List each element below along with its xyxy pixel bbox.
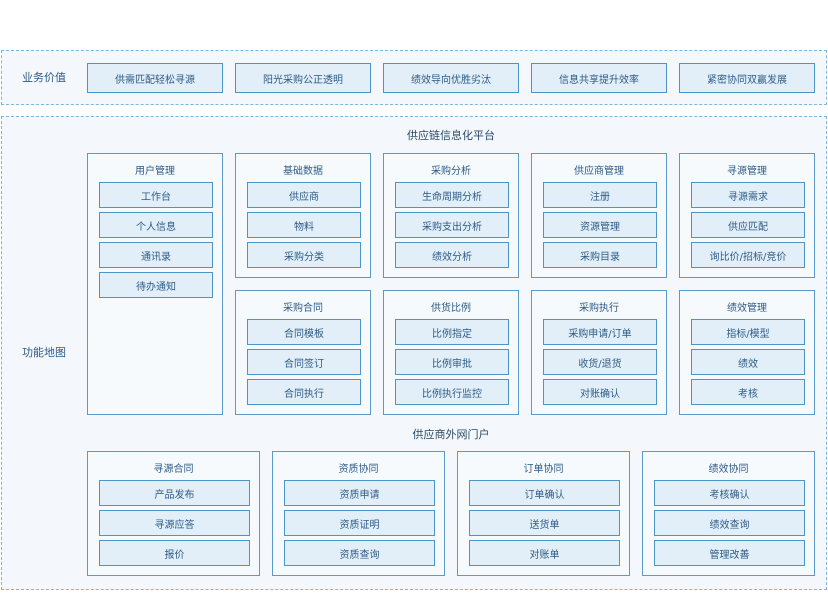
module-item: 对账单 xyxy=(469,540,620,566)
module-item: 绩效 xyxy=(691,349,805,375)
module-item: 绩效分析 xyxy=(395,242,509,268)
module-title: 采购合同 xyxy=(283,303,323,314)
module-title: 寻源合同 xyxy=(153,464,194,475)
module-item: 管理改善 xyxy=(654,540,805,566)
value-box-1: 供需匹配轻松寻源 xyxy=(87,63,223,93)
module-item: 收货/退货 xyxy=(543,349,657,375)
module-procurement-contract: 采购合同 合同模板 合同签订 合同执行 xyxy=(235,290,371,415)
module-item: 寻源需求 xyxy=(691,182,805,208)
module-item: 绩效查询 xyxy=(654,510,805,536)
module-item: 合同签订 xyxy=(247,349,361,375)
module-item: 合同执行 xyxy=(247,379,361,405)
module-item: 合同模板 xyxy=(247,319,361,345)
value-box-2: 阳光采购公正透明 xyxy=(235,63,371,93)
module-item: 物料 xyxy=(247,212,361,238)
module-basic-data: 基础数据 供应商 物料 采购分类 xyxy=(235,153,371,278)
module-item: 送货单 xyxy=(469,510,620,536)
module-item: 产品发布 xyxy=(99,480,250,506)
module-supply-ratio: 供货比例 比例指定 比例审批 比例执行监控 xyxy=(383,290,519,415)
module-title: 寻源管理 xyxy=(727,166,767,177)
module-procurement-analysis: 采购分析 生命周期分析 采购支出分析 绩效分析 xyxy=(383,153,519,278)
module-item: 采购分类 xyxy=(247,242,361,268)
module-supplier-management: 供应商管理 注册 资源管理 采购目录 xyxy=(531,153,667,278)
module-item: 供应匹配 xyxy=(691,212,805,238)
module-item: 比例执行监控 xyxy=(395,379,509,405)
module-title: 采购分析 xyxy=(431,166,471,177)
module-item: 注册 xyxy=(543,182,657,208)
module-item: 对账确认 xyxy=(543,379,657,405)
module-item: 指标/模型 xyxy=(691,319,805,345)
module-sourcing-management: 寻源管理 寻源需求 供应匹配 询比价/招标/竞价 xyxy=(679,153,815,278)
module-item: 考核 xyxy=(691,379,805,405)
value-box-3: 绩效导向优胜劣汰 xyxy=(383,63,519,93)
module-item: 供应商 xyxy=(247,182,361,208)
module-item: 通讯录 xyxy=(99,242,213,268)
value-box-4: 信息共享提升效率 xyxy=(531,63,667,93)
module-title: 绩效管理 xyxy=(727,303,767,314)
module-item: 报价 xyxy=(99,540,250,566)
portal-module-sourcing-contract: 寻源合同 产品发布 寻源应答 报价 xyxy=(87,451,260,576)
module-item: 询比价/招标/竞价 xyxy=(691,242,805,268)
module-user-management: 用户管理 工作台 个人信息 通讯录 待办通知 xyxy=(87,153,223,415)
module-title: 绩效协同 xyxy=(708,464,749,475)
module-procurement-execution: 采购执行 采购申请/订单 收货/退货 对账确认 xyxy=(531,290,667,415)
module-item: 个人信息 xyxy=(99,212,213,238)
module-item: 资质查询 xyxy=(284,540,435,566)
module-item: 工作台 xyxy=(99,182,213,208)
module-title: 供货比例 xyxy=(431,303,471,314)
module-item: 寻源应答 xyxy=(99,510,250,536)
module-title: 资质协同 xyxy=(338,464,379,475)
module-title: 采购执行 xyxy=(579,303,619,314)
function-map-label: 功能地图 xyxy=(22,346,66,359)
module-item: 考核确认 xyxy=(654,480,805,506)
portal-module-performance: 绩效协同 考核确认 绩效查询 管理改善 xyxy=(642,451,815,576)
module-item: 待办通知 xyxy=(99,272,213,298)
value-box-5: 紧密协同双赢发展 xyxy=(679,63,815,93)
module-item: 采购目录 xyxy=(543,242,657,268)
module-title: 用户管理 xyxy=(135,166,175,177)
portal-title: 供应商外网门户 xyxy=(412,428,490,441)
platform-title: 供应链信息化平台 xyxy=(407,129,495,142)
module-performance-management: 绩效管理 指标/模型 绩效 考核 xyxy=(679,290,815,415)
module-item: 采购申请/订单 xyxy=(543,319,657,345)
portal-module-qualification: 资质协同 资质申请 资质证明 资质查询 xyxy=(272,451,445,576)
module-item: 资质申请 xyxy=(284,480,435,506)
module-item: 生命周期分析 xyxy=(395,182,509,208)
module-item: 采购支出分析 xyxy=(395,212,509,238)
business-value-label: 业务价值 xyxy=(22,71,66,84)
module-title: 订单协同 xyxy=(523,464,564,475)
module-title: 供应商管理 xyxy=(574,166,624,177)
module-item: 资质证明 xyxy=(284,510,435,536)
module-item: 资源管理 xyxy=(543,212,657,238)
module-title: 基础数据 xyxy=(283,166,323,177)
module-item: 订单确认 xyxy=(469,480,620,506)
module-item: 比例审批 xyxy=(395,349,509,375)
module-item: 比例指定 xyxy=(395,319,509,345)
portal-module-order: 订单协同 订单确认 送货单 对账单 xyxy=(457,451,630,576)
